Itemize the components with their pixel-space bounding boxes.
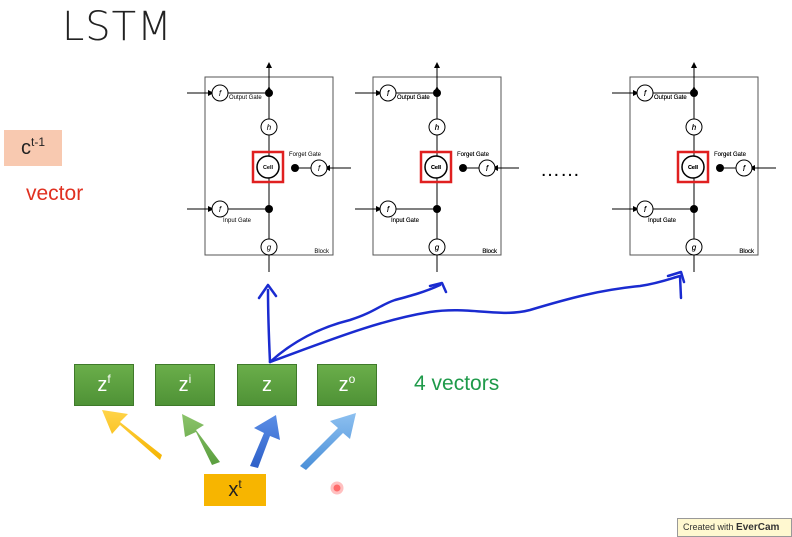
input-gate-label: Input Gate bbox=[223, 218, 252, 224]
activation-g: g bbox=[692, 243, 697, 252]
laser-pointer-dot bbox=[330, 481, 344, 495]
c-prev-sup: t-1 bbox=[30, 135, 45, 149]
arrow-to-z bbox=[250, 415, 280, 468]
activation-h: h bbox=[435, 123, 440, 132]
sigmoid-f-input: f bbox=[644, 205, 647, 214]
z-cell-box: z bbox=[237, 364, 297, 406]
sigmoid-f-input: f bbox=[387, 205, 390, 214]
sigmoid-f-input: f bbox=[387, 205, 390, 214]
forget-gate-label: Forget Gate bbox=[457, 152, 490, 158]
blue-arrow-to-block-3 bbox=[268, 274, 683, 364]
z-cell-base: z bbox=[262, 373, 272, 396]
evercam-watermark: Created with EverCam bbox=[677, 518, 792, 537]
sigmoid-f-input: f bbox=[644, 205, 647, 214]
activation-g: g bbox=[267, 243, 272, 252]
forget-gate-label: Forget Gate bbox=[457, 152, 490, 158]
blue-arrowhead-3 bbox=[666, 270, 686, 284]
watermark-brand: EverCam bbox=[736, 522, 780, 533]
z-forget-sup: f bbox=[107, 372, 111, 386]
z-output-base: z bbox=[338, 373, 349, 396]
output-gate-label: Output Gate bbox=[654, 95, 687, 101]
output-gate-label: Output Gate bbox=[229, 95, 262, 101]
cell-label: Cell bbox=[688, 165, 699, 171]
sigmoid-f-output: f bbox=[644, 89, 647, 98]
sigmoid-f-forget: f bbox=[486, 164, 489, 173]
activation-h: h bbox=[692, 123, 697, 132]
block-label: Block bbox=[314, 249, 330, 255]
forget-gate-label: Forget Gate bbox=[289, 152, 322, 158]
ellipsis: …… bbox=[540, 159, 580, 181]
cell-label: Cell bbox=[263, 165, 274, 171]
input-gate-label: Input Gate bbox=[391, 218, 420, 224]
sigmoid-f-forget: f bbox=[743, 164, 746, 173]
forget-gate-label: Forget Gate bbox=[714, 152, 747, 158]
input-gate-label: Input Gate bbox=[648, 218, 677, 224]
output-gate-label: Output Gate bbox=[397, 95, 430, 101]
input-gate-label: Input Gate bbox=[648, 218, 677, 224]
output-gate-label: Output Gate bbox=[654, 95, 687, 101]
z-output-sup: o bbox=[348, 372, 356, 386]
activation-h: h bbox=[267, 123, 272, 132]
x-input-base: x bbox=[228, 478, 239, 501]
forget-gate-label: Forget Gate bbox=[714, 152, 747, 158]
z-input-base: z bbox=[178, 373, 189, 396]
z-forget-base: z bbox=[97, 373, 108, 396]
arrow-to-zf bbox=[102, 410, 162, 460]
activation-g: g bbox=[435, 243, 440, 252]
activation-h: h bbox=[692, 123, 697, 132]
input-gate-label: Input Gate bbox=[391, 218, 420, 224]
z-input-sup: i bbox=[188, 372, 192, 386]
arrow-to-zi bbox=[182, 414, 220, 465]
slide-title: LSTM bbox=[62, 4, 173, 50]
sigmoid-f-input: f bbox=[219, 205, 222, 214]
x-input-sup: t bbox=[238, 477, 242, 491]
sigmoid-f-forget: f bbox=[486, 164, 489, 173]
sigmoid-f-output: f bbox=[644, 89, 647, 98]
cell-label: Cell bbox=[431, 165, 442, 171]
activation-h: h bbox=[435, 123, 440, 132]
sigmoid-f-output: f bbox=[219, 89, 222, 98]
output-gate-label: Output Gate bbox=[397, 95, 430, 101]
c-prev-base: c bbox=[20, 136, 31, 159]
activation-g: g bbox=[692, 243, 697, 252]
cell-label: Cell bbox=[431, 165, 442, 171]
sigmoid-f-forget: f bbox=[318, 164, 321, 173]
blue-arrow-to-block-2 bbox=[268, 283, 442, 364]
sigmoid-f-output: f bbox=[387, 89, 390, 98]
cell-label: Cell bbox=[688, 165, 699, 171]
block-label: Block bbox=[482, 249, 498, 255]
block-label: Block bbox=[739, 249, 755, 255]
blue-arrowhead-2 bbox=[428, 281, 448, 294]
vector-label: vector bbox=[26, 182, 84, 205]
sigmoid-f-output: f bbox=[387, 89, 390, 98]
four-vectors-label: 4 vectors bbox=[414, 372, 500, 395]
watermark-prefix: Created with bbox=[683, 522, 737, 532]
activation-g: g bbox=[435, 243, 440, 252]
blue-arrowhead-1 bbox=[257, 283, 278, 300]
blue-arrow-to-block-1 bbox=[266, 288, 272, 364]
arrow-to-zo bbox=[300, 413, 356, 470]
sigmoid-f-forget: f bbox=[743, 164, 746, 173]
block-label: Block bbox=[739, 249, 755, 255]
block-label: Block bbox=[482, 249, 498, 255]
